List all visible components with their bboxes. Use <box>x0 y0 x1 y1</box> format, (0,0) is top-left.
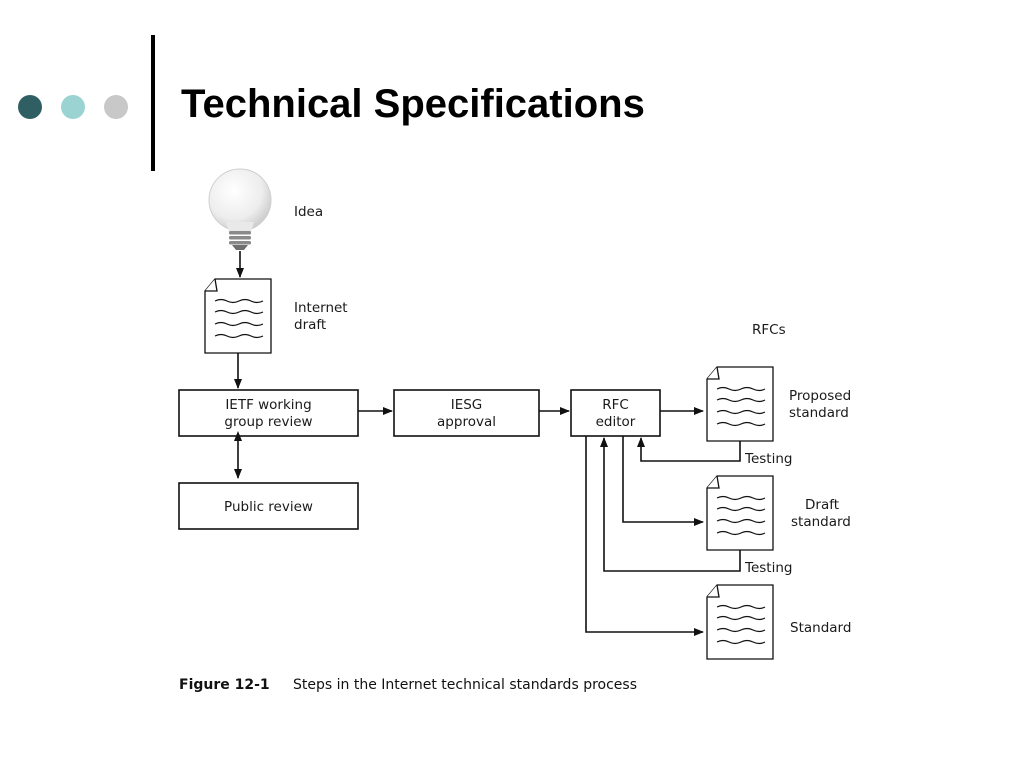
iesg-approval-box <box>393 389 540 437</box>
internet-draft-label-line1: Internet <box>294 300 348 316</box>
ietf-label-line2: group review <box>224 414 312 430</box>
proposed-standard-document-icon <box>706 366 774 442</box>
arrow-testing-draft-to-rfc <box>600 437 741 572</box>
arrow-testing-proposed-to-rfc <box>637 437 741 462</box>
draft-standard-label-line1: Draft <box>805 497 839 513</box>
title-divider <box>151 35 155 171</box>
public-review-label: Public review <box>224 499 313 515</box>
testing-label-1: Testing <box>744 451 792 467</box>
draft-standard-document-icon <box>706 475 774 551</box>
arrow-rfc-to-draft-standard <box>622 436 704 526</box>
standard-document-icon <box>706 584 774 660</box>
light-teal-dot <box>61 95 85 119</box>
internet-draft-document-icon <box>204 278 272 354</box>
figure-number: Figure 12-1 <box>179 677 270 693</box>
rfc-editor-box <box>570 389 661 437</box>
rfc-editor-label-line1: RFC <box>602 397 629 413</box>
testing-label-2: Testing <box>744 560 792 576</box>
ietf-label-line1: IETF working <box>225 397 311 413</box>
lightbulb-icon <box>208 168 272 250</box>
internet-draft-label-line2: draft <box>294 317 326 333</box>
dark-teal-dot <box>18 95 42 119</box>
proposed-standard-label-line1: Proposed <box>789 388 851 404</box>
slide-bullet-dots <box>18 95 138 119</box>
iesg-label-line1: IESG <box>451 397 483 413</box>
gray-dot <box>104 95 128 119</box>
iesg-label-line2: approval <box>437 414 496 430</box>
standard-label: Standard <box>790 620 851 636</box>
figure-caption: Steps in the Internet technical standard… <box>293 677 637 693</box>
rfc-editor-label-line2: editor <box>596 414 636 430</box>
slide-title: Technical Specifications <box>181 82 645 126</box>
rfcs-heading: RFCs <box>752 322 786 338</box>
proposed-standard-label-line2: standard <box>789 405 849 421</box>
public-review-box <box>178 482 359 530</box>
draft-standard-label-line2: standard <box>791 514 851 530</box>
idea-label: Idea <box>294 204 323 220</box>
ietf-working-group-review-box <box>178 389 359 437</box>
arrow-rfc-to-standard <box>585 436 704 636</box>
